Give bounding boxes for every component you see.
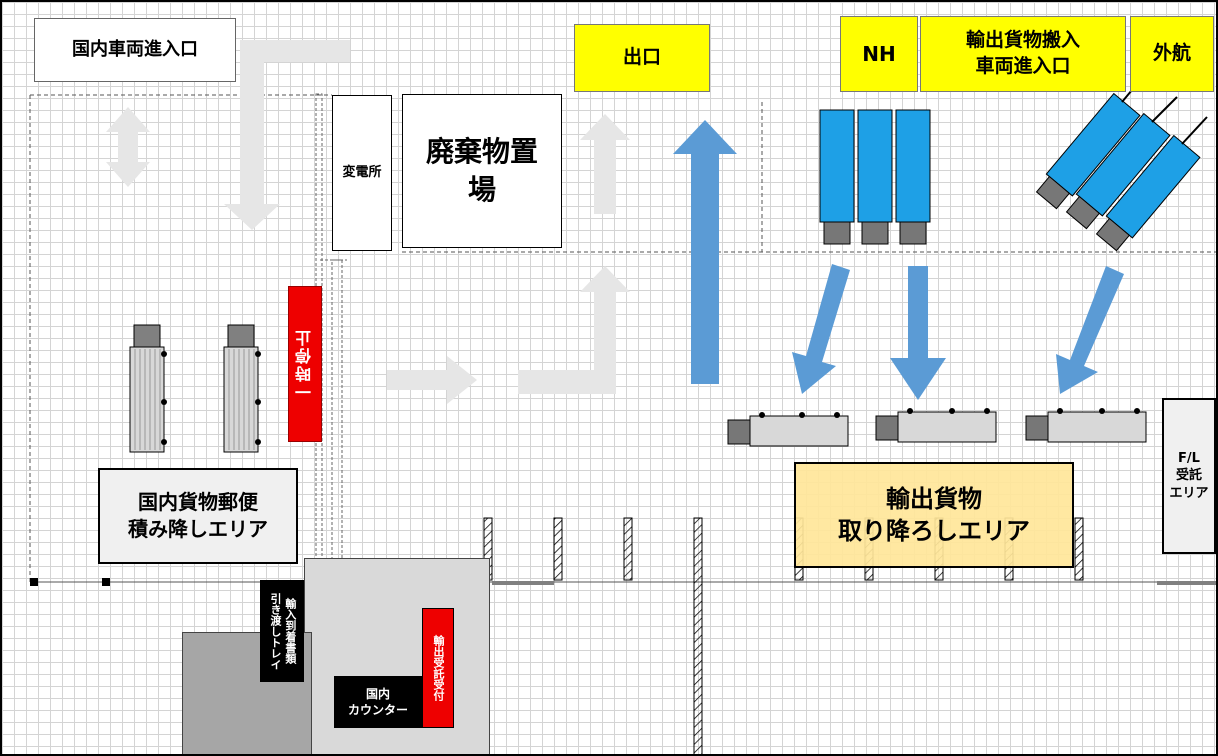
substation-label: 変電所 (332, 95, 392, 251)
truck-icon (1025, 408, 1147, 443)
truck-icon (895, 109, 931, 245)
export-trucks (727, 408, 1147, 447)
gray-flow-arrows (106, 40, 630, 404)
truck-icon (875, 408, 997, 443)
nh-label: NH (840, 16, 918, 92)
truck-icon (857, 109, 893, 245)
stop-sign-label: 一時停止 (288, 286, 322, 442)
truck-icon (129, 324, 167, 453)
truck-icon (819, 109, 855, 245)
domestic-vehicle-entrance-label: 国内車両進入口 (34, 18, 236, 82)
arrow-icon (518, 266, 630, 394)
import-document-tray-label: 輸入到着書類 引き渡しトレイ (260, 580, 304, 682)
waste-storage-label: 廃棄物置 場 (402, 94, 562, 248)
blue-trucks-vertical (819, 109, 931, 245)
truck-icon (1035, 92, 1141, 210)
export-vehicle-entrance-label: 輸出貨物搬入 車両進入口 (920, 16, 1126, 92)
blue-trucks-angled (1035, 71, 1208, 252)
arrow-icon (387, 356, 477, 404)
corner-marks (30, 578, 110, 586)
arrow-icon (106, 107, 150, 187)
exit-label: 出口 (574, 24, 710, 92)
truck-icon (1095, 134, 1201, 252)
blue-flow-arrows (673, 120, 1124, 400)
forklift-reception-area-label: F/L 受託 エリア (1162, 398, 1216, 554)
arrow-icon (1056, 266, 1124, 394)
arrow-icon (792, 264, 850, 394)
arrow-icon (673, 120, 737, 384)
domestic-cargo-mail-area-label: 国内貨物郵便 積み降しエリア (98, 468, 298, 564)
domestic-trucks (129, 324, 261, 453)
arrow-icon (224, 40, 350, 230)
arrow-icon (890, 266, 946, 400)
truck-icon (1065, 112, 1171, 230)
export-reception-label: 輸出受託受付 (422, 608, 454, 728)
truck-icon (727, 412, 849, 447)
truck-icon (223, 324, 261, 453)
arrow-icon (580, 114, 630, 214)
export-cargo-unload-area-label: 輸出貨物 取り降ろしエリア (794, 462, 1074, 568)
international-label: 外航 (1130, 16, 1214, 92)
zone-boundaries (29, 94, 1216, 582)
domestic-counter-label: 国内 カウンター (334, 676, 422, 728)
